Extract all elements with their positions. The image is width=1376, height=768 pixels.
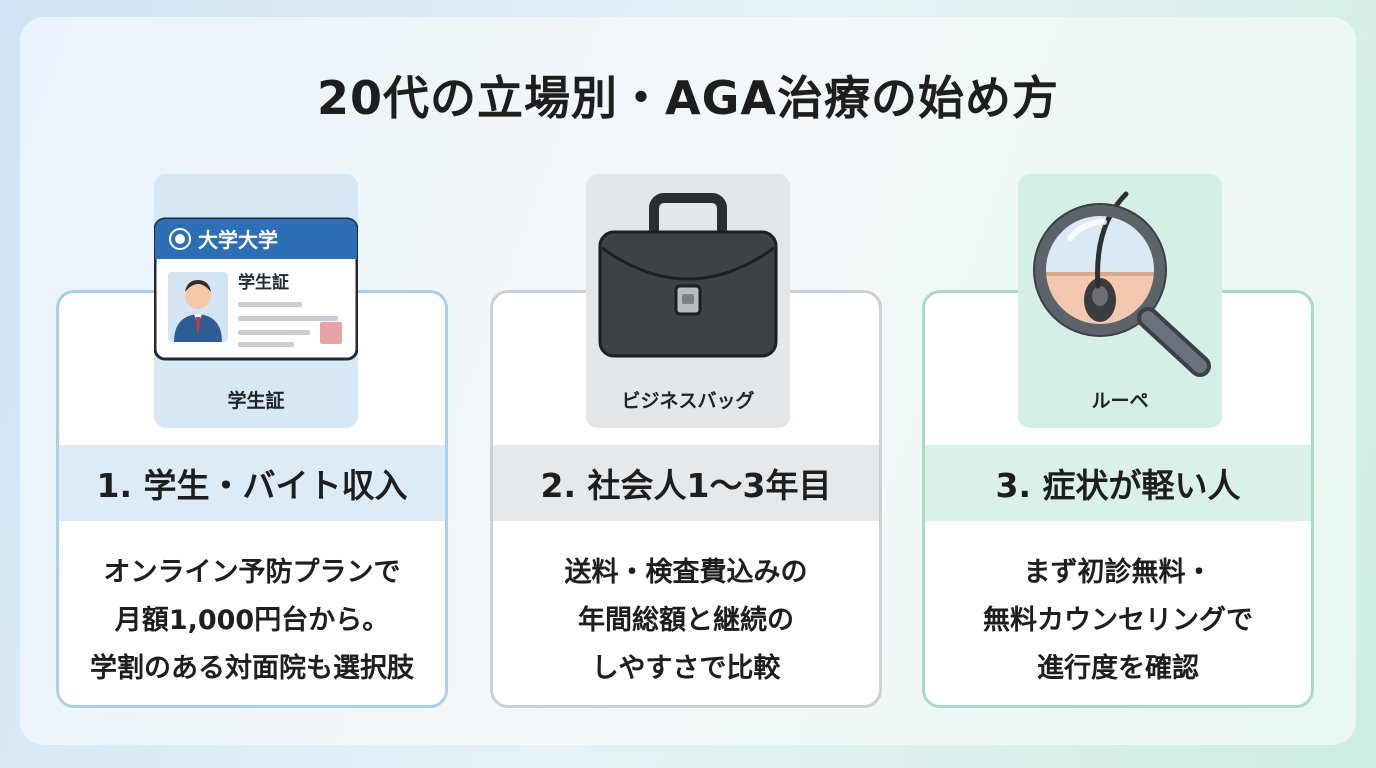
magnifier-icon bbox=[1033, 191, 1211, 377]
magnifier-tile: ルーペ bbox=[1018, 174, 1222, 428]
desc-line: 進行度を確認 bbox=[1037, 653, 1199, 684]
icon-caption: ビジネスバッグ bbox=[621, 390, 755, 412]
desc-line: まず初診無料・ bbox=[1023, 557, 1213, 588]
card-heading: 1. 学生・バイト収入 bbox=[59, 445, 445, 521]
card-heading: 2. 社会人1〜3年目 bbox=[493, 445, 879, 521]
briefcase-tile: ビジネスバッグ bbox=[586, 174, 790, 428]
page-title: 20代の立場別・AGA治療の始め方 bbox=[317, 71, 1059, 125]
card-young-professional: 2. 社会人1〜3年目 送料・検査費込みの 年間総額と継続の しやすさで比較 bbox=[490, 290, 882, 708]
card-description: 送料・検査費込みの 年間総額と継続の しやすさで比較 bbox=[493, 549, 879, 693]
id-card-university: 大学大学 bbox=[198, 228, 278, 252]
icon-caption: ルーペ bbox=[1091, 390, 1149, 412]
student-id-icon: 大学大学 学生証 bbox=[154, 217, 358, 361]
desc-line: 月額1,000円台から。 bbox=[114, 605, 390, 636]
desc-line: しやすさで比較 bbox=[591, 653, 781, 684]
desc-line: 送料・検査費込みの bbox=[564, 557, 808, 588]
id-card-label: 学生証 bbox=[238, 272, 289, 293]
card-heading: 3. 症状が軽い人 bbox=[925, 445, 1311, 521]
icon-caption: 学生証 bbox=[227, 390, 285, 412]
student-id-tile: 大学大学 学生証 学生証 bbox=[154, 174, 358, 428]
card-description: オンライン予防プランで 月額1,000円台から。 学割のある対面院も選択肢 bbox=[59, 549, 445, 693]
card-description: まず初診無料・ 無料カウンセリングで 進行度を確認 bbox=[925, 549, 1311, 693]
desc-line: 年間総額と継続の bbox=[578, 605, 794, 636]
desc-line: 無料カウンセリングで bbox=[983, 605, 1253, 636]
briefcase-icon bbox=[598, 193, 778, 358]
desc-line: オンライン予防プランで bbox=[103, 557, 401, 588]
desc-line: 学割のある対面院も選択肢 bbox=[90, 653, 414, 684]
